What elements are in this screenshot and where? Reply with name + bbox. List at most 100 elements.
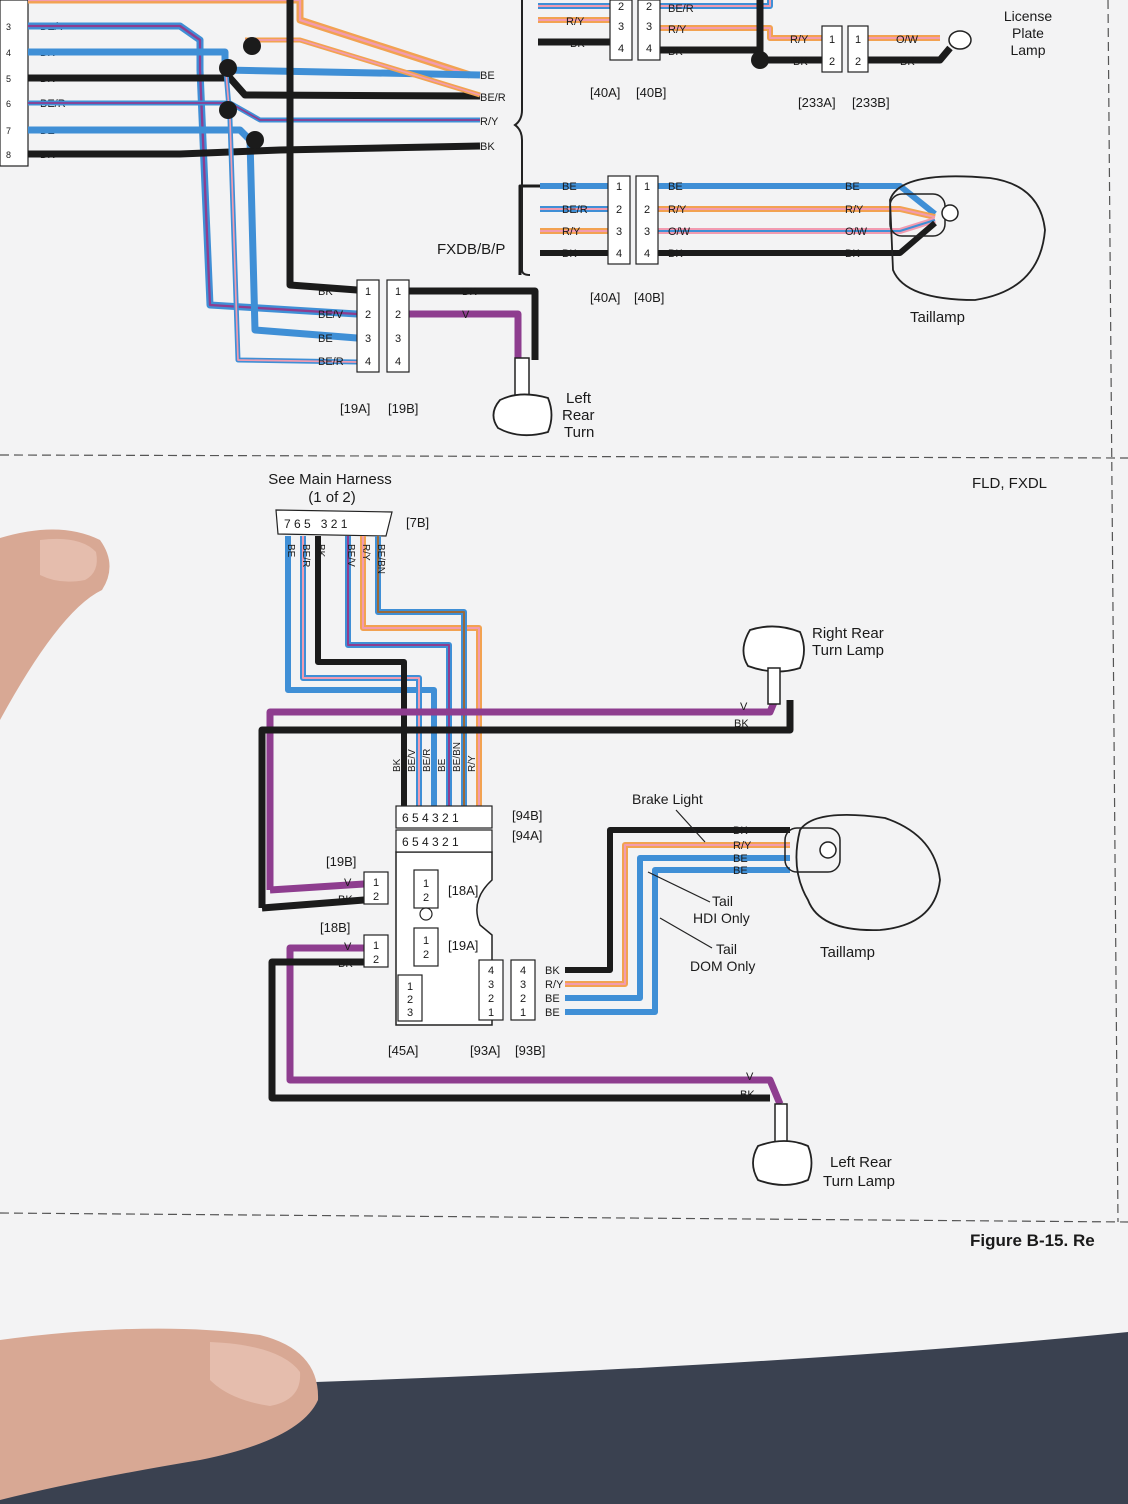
- lamp-label-line: Plate: [1012, 25, 1044, 41]
- left-rear-turn-lamp: Left Rear Turn Lamp: [752, 1103, 895, 1190]
- wire-label: BE/R: [668, 3, 694, 15]
- wire-label: BE: [545, 993, 560, 1005]
- rear-lighting-module: 6 5 4 3 2 1 6 5 4 3 2 1 [94B] [94A] 1 2 …: [388, 805, 564, 1058]
- connector-label: [45A]: [388, 1043, 418, 1058]
- pin: 4: [618, 43, 624, 55]
- right-rear-turn-lamp: Right Rear Turn Lamp: [742, 625, 884, 705]
- wire: [868, 45, 953, 64]
- main-connector-block: [0, 0, 29, 167]
- wire: [658, 220, 937, 256]
- wire-label: R/Y: [790, 34, 809, 46]
- wire: [269, 880, 365, 894]
- model-label: FLD, FXDL: [972, 475, 1047, 492]
- wire-stripe: [302, 590, 420, 806]
- connector-label: [40A]: [590, 290, 620, 305]
- bottom-panel: See Main Harness (1 of 2) FLD, FXDL 7 6 …: [258, 471, 1095, 1250]
- lamp-label-line: License: [1004, 8, 1052, 24]
- taillamp-label: Taillamp: [910, 309, 965, 326]
- panel-divider: [0, 454, 1128, 459]
- socket-19a: [413, 927, 439, 967]
- wire-stripe: [362, 590, 480, 806]
- wire: [261, 896, 365, 912]
- pin: 2: [395, 309, 401, 321]
- pin: 1: [395, 286, 401, 298]
- bottom-border: [0, 1212, 1128, 1223]
- wire-stripe: [565, 844, 790, 985]
- pin: 3: [365, 333, 371, 345]
- wire-label: BK: [740, 1089, 755, 1101]
- lamp-label-line: Lamp: [1010, 42, 1045, 58]
- wire-stripe: [658, 208, 936, 218]
- lamp-label-line: Left Rear: [830, 1154, 892, 1171]
- bulb-icon: [948, 30, 972, 50]
- wire-label: BK: [338, 894, 353, 906]
- wire-label: R/Y: [545, 979, 564, 991]
- connector-19b: 1 2 [19B] V BK: [326, 854, 389, 906]
- pin: 3: [6, 22, 11, 32]
- pin: 4: [365, 356, 371, 368]
- connector-label: [93B]: [515, 1043, 545, 1058]
- pin: 3: [646, 21, 652, 33]
- bottom-harness-wires: [258, 536, 794, 1106]
- wire: [518, 184, 540, 275]
- wire-label: BK: [545, 965, 560, 977]
- pin-row: 6 5 4 3 2 1: [402, 811, 459, 825]
- thumb-bottom: [0, 1328, 319, 1500]
- wire-label: BE: [733, 865, 748, 877]
- bus-label: BE/R: [480, 92, 506, 104]
- left-rear-turn-top: Left Rear Turn: [492, 357, 595, 441]
- wire-stripe: [347, 590, 450, 806]
- wire-stripe: [224, 59, 358, 363]
- connector-40-upper: 2 3 4 2 3 4 R/Y BK BE/R R/Y BK [40A] [40…: [566, 0, 694, 100]
- wire-stripe: [658, 219, 936, 232]
- taillamp-top: Taillamp: [889, 175, 1046, 326]
- pin: 1: [407, 981, 413, 993]
- pin: 4: [395, 356, 401, 368]
- turn-lamp-icon: [742, 625, 805, 673]
- lamp-label-line: Turn: [564, 424, 594, 441]
- pin: 2: [520, 993, 526, 1005]
- wire-label: BK: [734, 718, 749, 730]
- pin: 2: [488, 993, 494, 1005]
- pin: 2: [373, 891, 379, 903]
- wire-label: BE: [845, 181, 860, 193]
- wire-label: R/Y: [360, 544, 371, 561]
- tail-dom-label: Tail: [716, 941, 737, 957]
- wire-label: BE/R: [422, 749, 433, 772]
- wire-label: BK: [462, 286, 477, 298]
- wire-stripe: [660, 0, 771, 7]
- wire-label: V: [740, 701, 748, 713]
- leader-line: [647, 871, 711, 903]
- pin: 2: [616, 204, 622, 216]
- wire-stripe: [660, 27, 822, 39]
- wire-label: BK: [793, 56, 808, 68]
- lamp-label-line: Rear: [562, 407, 595, 424]
- connector-93b: [510, 959, 536, 1021]
- junction-dot: [246, 131, 264, 149]
- bus-label: R/Y: [480, 116, 499, 128]
- pin: 2: [423, 949, 429, 961]
- wire-label: R/Y: [566, 16, 585, 28]
- socket-45a: [397, 974, 423, 1022]
- socket-18a: [413, 869, 439, 909]
- wire: [268, 958, 770, 1102]
- turn-lamp-icon: [492, 393, 553, 437]
- connector-label: [40A]: [590, 85, 620, 100]
- tail-hdi-label: HDI Only: [693, 910, 750, 926]
- wire: [565, 867, 790, 1015]
- wire-label: R/Y: [562, 226, 581, 238]
- pin: 2: [423, 892, 429, 904]
- pin: 5: [6, 74, 11, 84]
- connector-label: [94A]: [512, 828, 542, 843]
- wire-label: BK: [845, 248, 860, 260]
- pin: 3: [616, 226, 622, 238]
- pin: 1: [829, 34, 835, 46]
- wire: [565, 827, 790, 973]
- wire-label: BE: [668, 181, 683, 193]
